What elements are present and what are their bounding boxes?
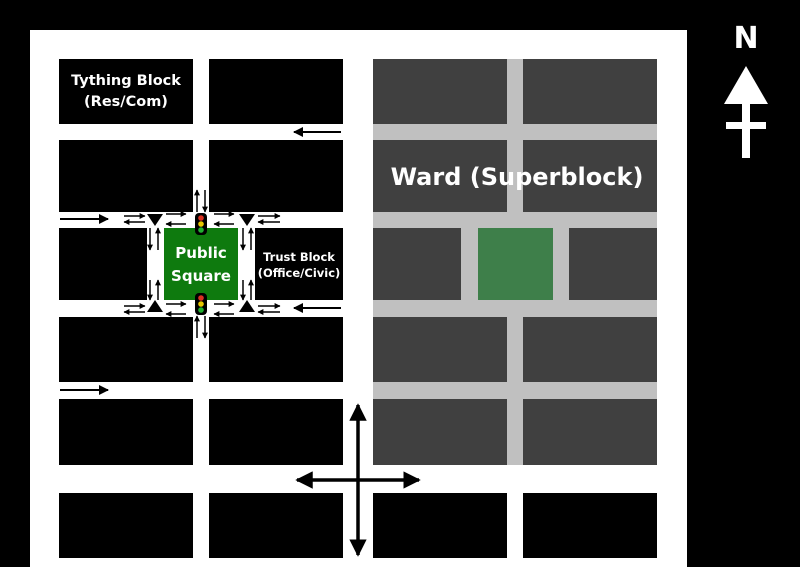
north-arrow-icon bbox=[724, 66, 768, 158]
trust-block-sublabel: (Office/Civic) bbox=[258, 266, 341, 280]
city-block bbox=[523, 493, 657, 558]
four-way-arrow-icon bbox=[295, 403, 421, 557]
ward-block bbox=[373, 399, 507, 465]
city-block bbox=[59, 228, 147, 300]
yield-triangle bbox=[239, 214, 255, 226]
north-label: N bbox=[733, 21, 758, 56]
traffic-light-icon bbox=[195, 213, 207, 235]
one-way-arrows bbox=[60, 127, 341, 395]
trust-block bbox=[255, 228, 343, 300]
city-block bbox=[373, 493, 507, 558]
city-block bbox=[59, 140, 193, 212]
trust-block-label: Trust Block bbox=[263, 250, 335, 264]
ward-superblock bbox=[373, 59, 657, 465]
yield-triangle bbox=[147, 214, 163, 226]
ward-block bbox=[523, 59, 657, 124]
public-square bbox=[164, 228, 238, 300]
city-block bbox=[209, 317, 343, 382]
ward-block bbox=[569, 228, 657, 300]
city-block bbox=[59, 317, 193, 382]
yield-triangles bbox=[147, 214, 255, 312]
city-blocks bbox=[59, 59, 657, 558]
traffic-light-icon bbox=[195, 293, 207, 315]
city-block bbox=[59, 493, 193, 558]
public-square-label: Public bbox=[175, 244, 227, 262]
city-block bbox=[209, 399, 343, 465]
yield-triangle bbox=[147, 300, 163, 312]
ward-block bbox=[373, 59, 507, 124]
tything-block bbox=[59, 59, 193, 124]
yield-triangle bbox=[239, 300, 255, 312]
city-block bbox=[209, 59, 343, 124]
ward-block bbox=[373, 228, 461, 300]
square-traffic-arrows bbox=[123, 189, 281, 339]
ward-block bbox=[523, 140, 657, 212]
tything-block-label: Tything Block bbox=[71, 73, 181, 89]
city-block bbox=[209, 140, 343, 212]
public-square-sublabel: Square bbox=[171, 267, 231, 285]
ward-block bbox=[523, 317, 657, 382]
ward-block bbox=[523, 399, 657, 465]
ward-block bbox=[373, 140, 507, 212]
city-block bbox=[209, 493, 343, 558]
ward-label: Ward (Superblock) bbox=[391, 163, 644, 191]
tything-block-sublabel: (Res/Com) bbox=[84, 94, 168, 110]
city-block bbox=[59, 399, 193, 465]
ward-square bbox=[478, 228, 553, 300]
ward-block bbox=[373, 317, 507, 382]
